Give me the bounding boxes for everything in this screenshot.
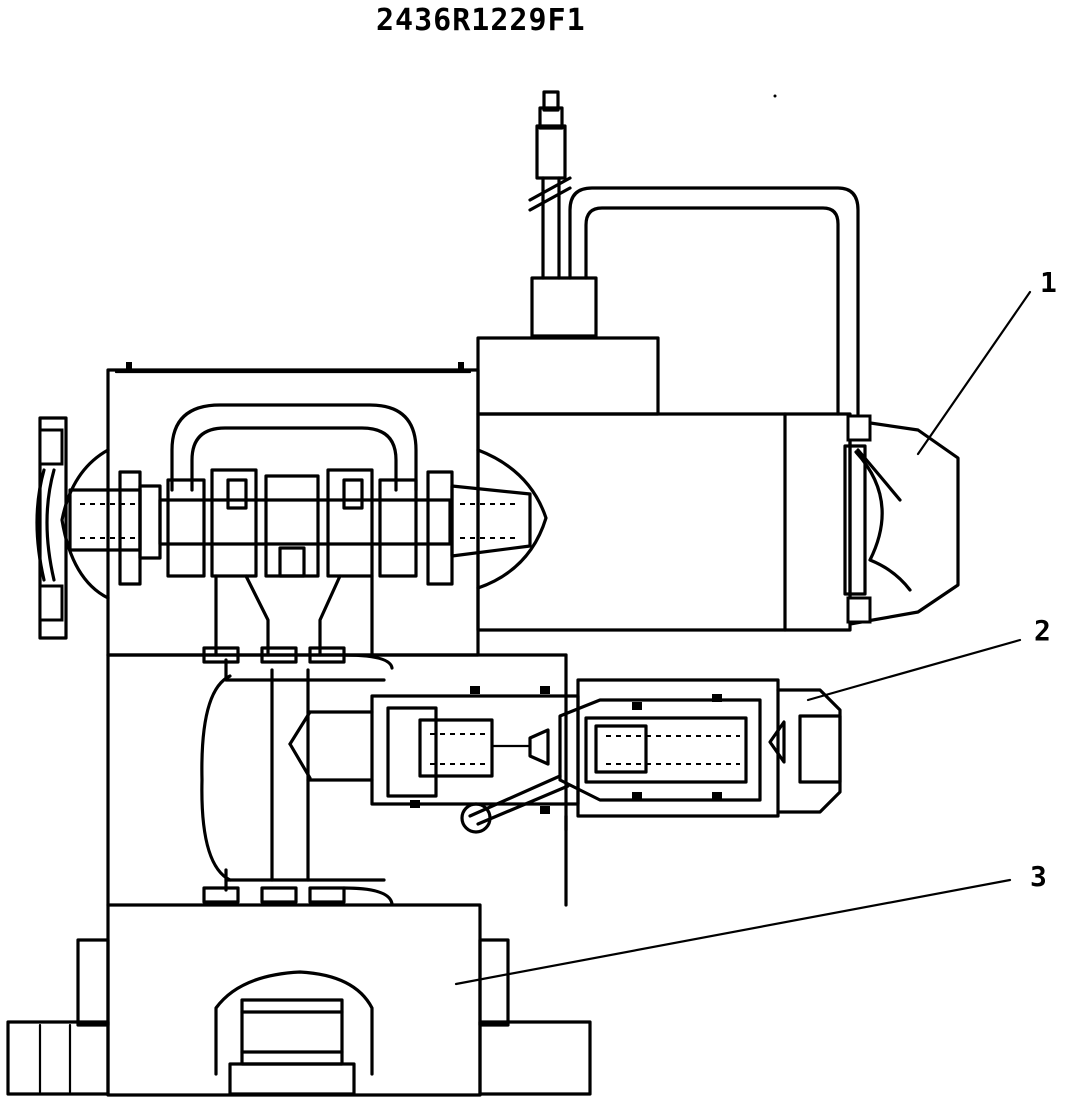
callout-label-2: 2 <box>1034 614 1051 647</box>
callout-label-1: 1 <box>1040 266 1057 299</box>
solenoid-valve <box>370 678 842 834</box>
pump-base <box>6 903 592 1097</box>
cam-shaft <box>68 403 532 657</box>
feed-pipe <box>528 90 860 416</box>
drawing-code: 2436R1229F1 <box>376 3 586 38</box>
callout-3: 3 <box>454 860 1047 986</box>
valve-block <box>106 646 568 907</box>
callout-label-3: 3 <box>1030 860 1047 893</box>
pump-housing <box>35 336 960 657</box>
callout-1: 1 <box>916 266 1057 456</box>
callout-2: 2 <box>806 614 1051 702</box>
